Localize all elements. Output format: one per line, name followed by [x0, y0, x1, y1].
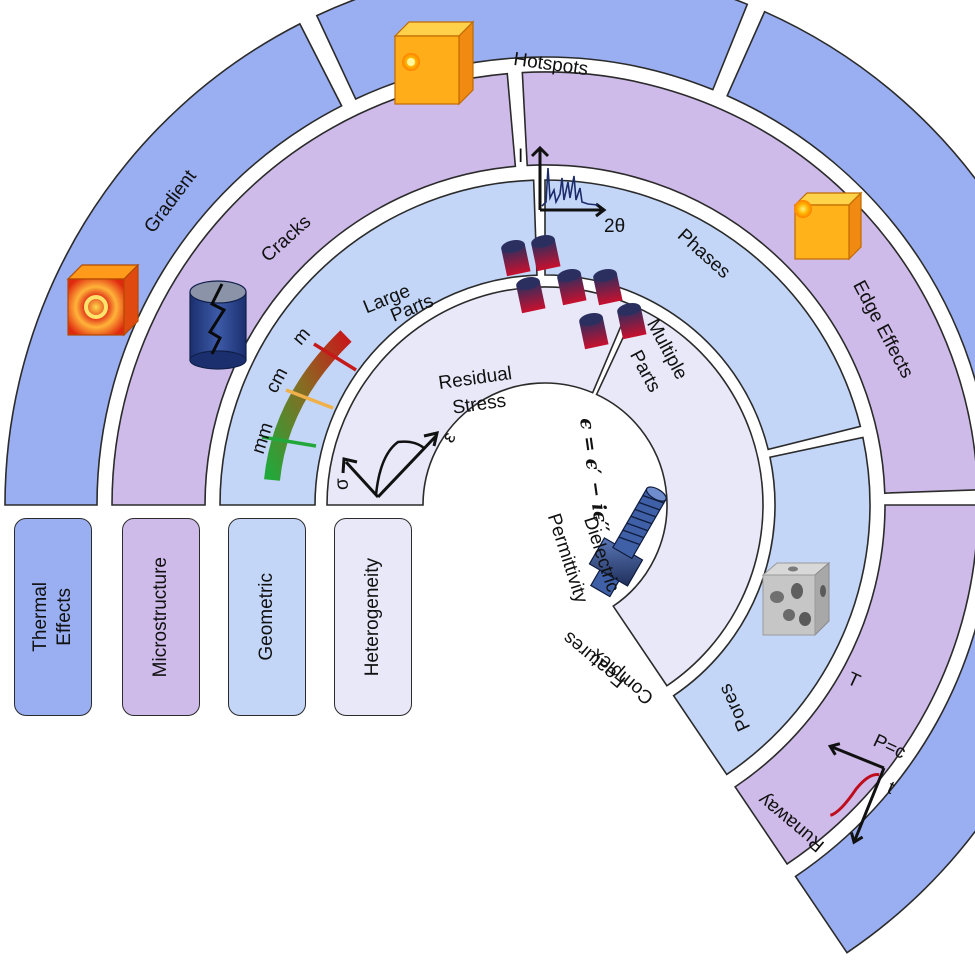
- multiple-parts-segment: [544, 179, 862, 451]
- legend-heterogeneity: Heterogeneity: [334, 518, 412, 716]
- stress-sigma-label: σ: [332, 478, 353, 490]
- porous-cube-icon: [761, 561, 831, 637]
- ring-segments: [4, 0, 975, 954]
- xrd-axis-x-label: 2θ: [604, 216, 625, 237]
- stress-strain-axes-icon: [341, 430, 440, 499]
- gradient-cube-icon: [66, 263, 140, 337]
- stress-epsilon-label: ε: [438, 428, 461, 446]
- cracked-cylinder-icon: [189, 280, 247, 370]
- large-parts-segment: [219, 179, 538, 506]
- length-scale-bar-icon: [261, 330, 357, 481]
- multiple-parts-icon: [501, 234, 647, 350]
- runaway-curve-icon: [827, 742, 886, 845]
- pores-segment: [734, 504, 975, 866]
- edge-effects-segment: [726, 10, 975, 383]
- edge-effect-cube-icon: [793, 191, 863, 261]
- hotspot-cube-icon: [393, 20, 475, 106]
- xrd-axis-y-label: I: [518, 146, 523, 167]
- bolt-icon: [588, 486, 667, 598]
- xrd-pattern-icon: [530, 145, 607, 218]
- gradient-segment: [4, 22, 343, 506]
- legend-geometric-text: Geometric: [256, 573, 277, 661]
- legend-heterogeneity-text: Heterogeneity: [362, 557, 383, 677]
- complex-features-label-line2: Features: [559, 627, 630, 691]
- legend-geometric: Geometric: [228, 518, 306, 716]
- legend-microstructure: Microstructure: [122, 518, 200, 716]
- legend-thermal-effects-text: Thermal Effects: [30, 582, 75, 652]
- legend-thermal-effects: Thermal Effects: [14, 518, 92, 716]
- dielectric-permittivity-segment: [595, 306, 764, 687]
- runaway-segment: [794, 627, 975, 954]
- phases-segment: [521, 71, 975, 494]
- legend-microstructure-text: Microstructure: [150, 556, 171, 678]
- permittivity-equation: ϵ = ϵ′ − iϵ′′: [575, 417, 613, 534]
